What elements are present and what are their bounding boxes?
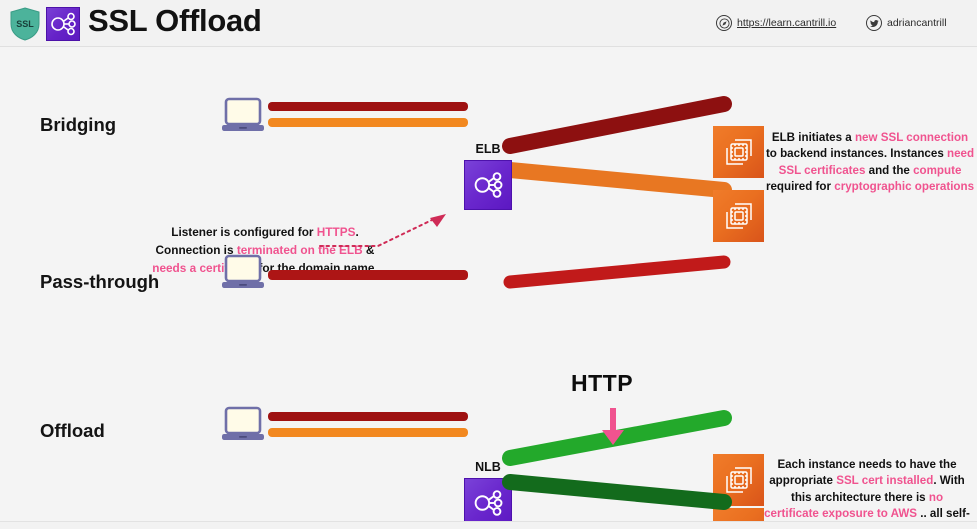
pointer-arrow-bridging [318,214,450,256]
row-title-passthrough: Pass-through [40,271,160,292]
lb-label: ELB [475,142,501,156]
row-offload: Offload ELB [0,380,977,520]
client-pipe-orange [268,428,468,437]
row-title-bridging: Bridging [40,114,117,135]
shield-badge-label: SSL [16,19,34,29]
backend-pipes-passthrough [503,255,731,289]
website-link[interactable]: https://learn.cantrill.io [716,15,836,31]
client-pipe-dark-red [268,102,468,111]
row-title-offload: Offload [40,420,105,441]
http-callout-label: HTTP [571,370,634,396]
twitter-handle-label: adriancantrill [887,17,947,29]
page-title: SSL Offload [88,3,262,38]
lb-label: NLB [475,460,501,474]
backend-pipes-bridging [502,96,732,198]
twitter-bird-icon [866,15,882,31]
client-pipe-orange [268,118,468,127]
twitter-link[interactable]: adriancantrill [866,15,947,31]
ec2-instance-icon[interactable] [713,126,764,178]
laptop-icon [221,254,265,292]
down-arrow-icon [600,406,626,446]
laptop-icon [221,97,265,135]
load-balancer-brand-icon [46,7,80,41]
row-passthrough: Pass-through NLB [0,226,977,529]
client-pipe-dark-red [268,412,468,421]
diagram-body: Bridging ELB [0,48,977,529]
footer-strip [0,521,977,529]
ssl-shield-icon: SSL [8,6,42,42]
http-callout: HTTP [571,370,634,445]
row-bridging: Bridging ELB [0,62,977,275]
ec2-instance-icon[interactable] [713,190,764,242]
page-header: SSL SSL Offload [0,0,977,47]
website-link-label: https://learn.cantrill.io [737,17,837,29]
load-balancer-icon [464,160,512,210]
laptop-icon [221,406,265,444]
compass-icon [716,15,732,31]
side-text-bridging: ELB initiates a new SSL connection to ba… [765,131,975,194]
load-balancer-node-elb[interactable]: ELB [464,142,512,210]
client-pipe-dark-red [268,270,468,280]
